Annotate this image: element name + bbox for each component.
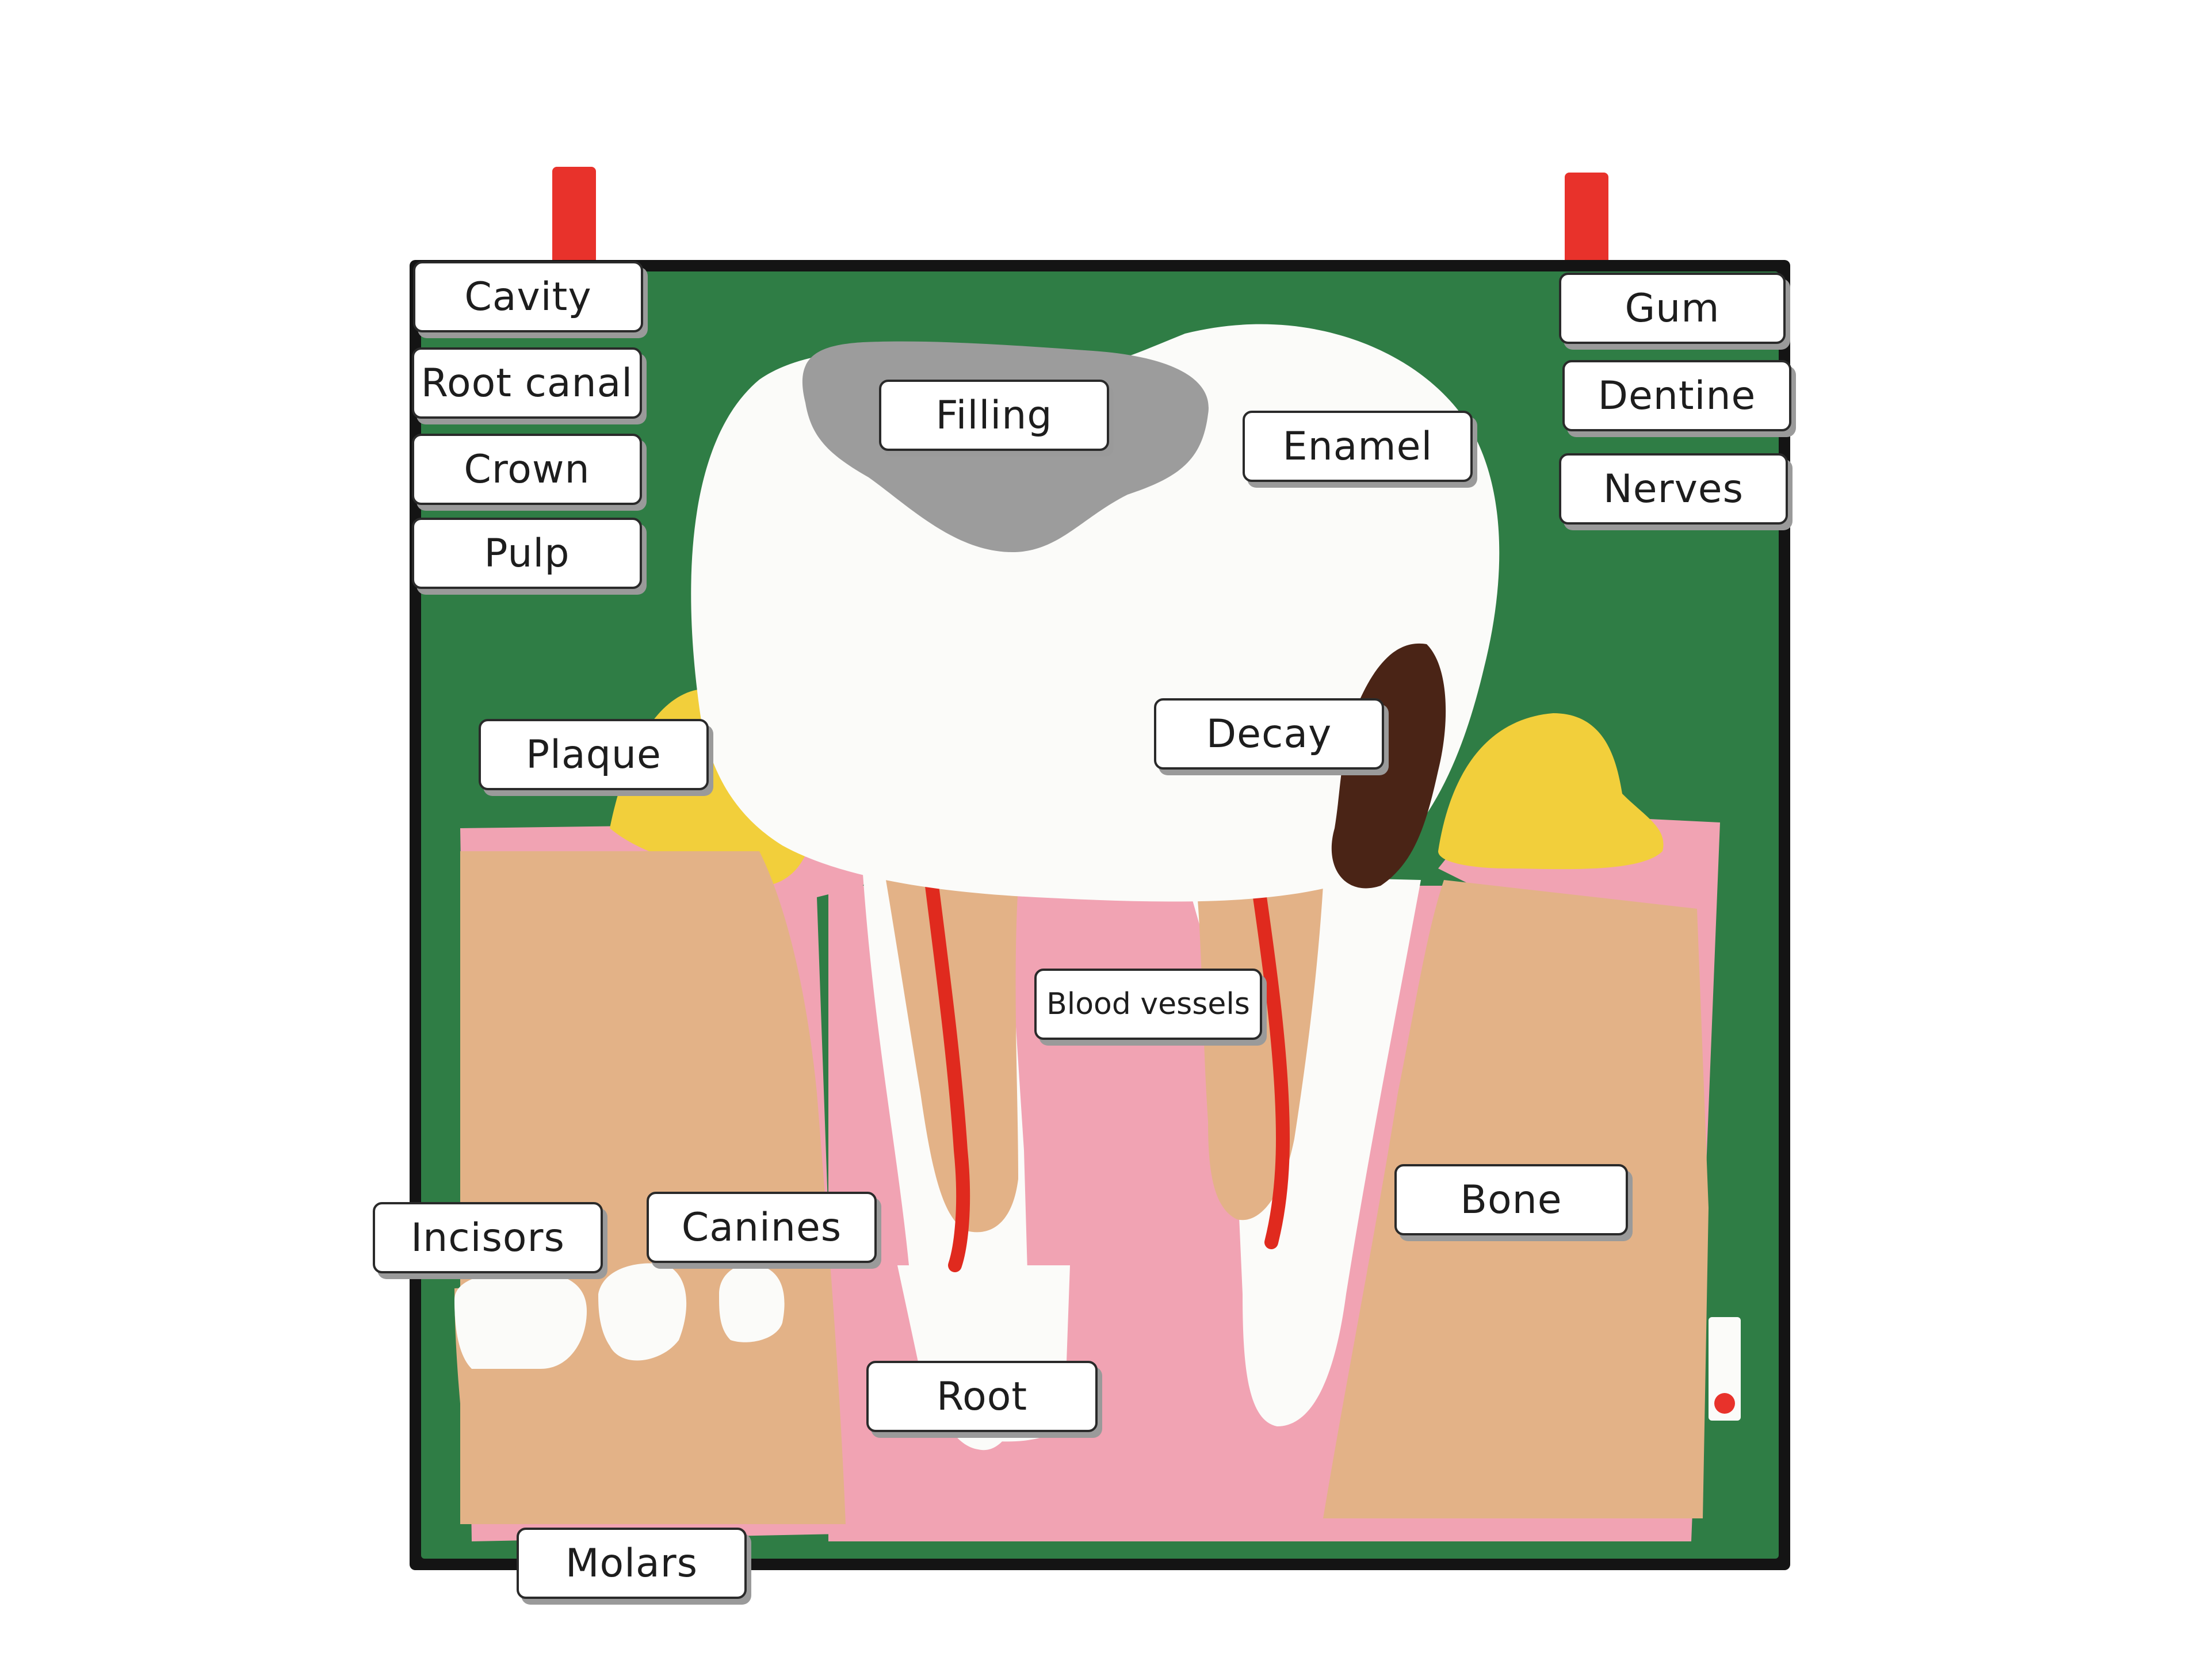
brand-tag-dot	[1714, 1393, 1735, 1414]
label-pulp[interactable]: Pulp	[412, 518, 642, 589]
label-plaque[interactable]: Plaque	[479, 719, 709, 790]
label-gum[interactable]: Gum	[1559, 273, 1786, 344]
molar-crown-white	[454, 1271, 587, 1369]
incisor-crown-white	[719, 1264, 785, 1342]
label-decay[interactable]: Decay	[1154, 698, 1384, 770]
label-nerves[interactable]: Nerves	[1559, 453, 1788, 525]
incisor-small-tooth	[719, 1329, 782, 1513]
label-incisors[interactable]: Incisors	[373, 1202, 603, 1273]
blood-vessel-right	[1253, 890, 1290, 1249]
label-root[interactable]: Root	[866, 1361, 1098, 1432]
label-canines[interactable]: Canines	[647, 1192, 877, 1263]
blood-vessel-left	[925, 879, 970, 1272]
label-root-canal[interactable]: Root canal	[412, 347, 642, 419]
label-molars[interactable]: Molars	[517, 1528, 747, 1599]
hanger-loop-left	[552, 167, 596, 282]
label-cavity[interactable]: Cavity	[413, 261, 643, 332]
canine-crown-white	[598, 1263, 687, 1361]
label-enamel[interactable]: Enamel	[1243, 411, 1473, 482]
plaque-right	[1438, 713, 1664, 870]
label-crown[interactable]: Crown	[412, 434, 642, 505]
canine-small-tooth	[610, 1334, 679, 1493]
hanger-loop-right	[1565, 173, 1608, 282]
label-bone[interactable]: Bone	[1394, 1164, 1628, 1235]
brand-tag	[1709, 1317, 1741, 1421]
label-dentine[interactable]: Dentine	[1562, 360, 1791, 431]
label-filling[interactable]: Filling	[879, 380, 1109, 451]
label-blood-vessels[interactable]: Blood vessels	[1034, 969, 1262, 1040]
